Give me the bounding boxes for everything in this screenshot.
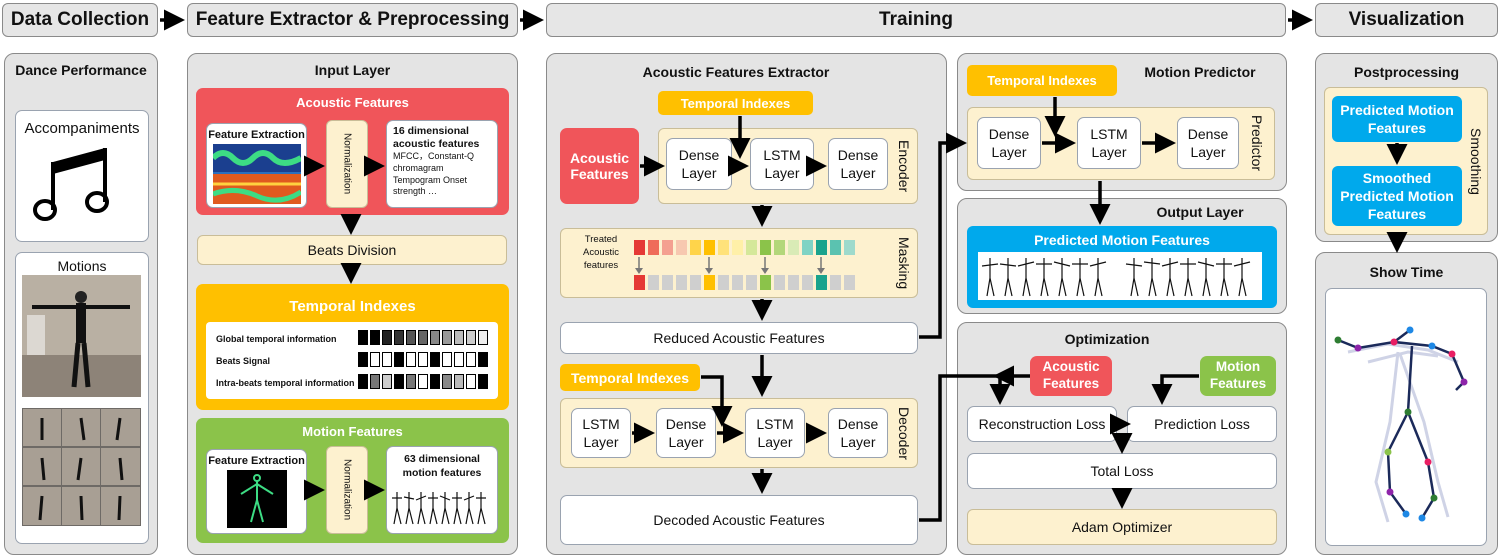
predictor-label: Predictor bbox=[1249, 115, 1265, 172]
dense-layer-node: Dense Layer bbox=[1177, 117, 1239, 169]
decoder-label: Decoder bbox=[896, 406, 912, 460]
lstm-layer-node: LSTM Layer bbox=[745, 408, 805, 458]
predicted-motion-title: Predicted Motion Features bbox=[1034, 232, 1210, 248]
acoustic-features-input: Acoustic Features bbox=[560, 128, 639, 204]
temporal-row-label: Intra-beats temporal information bbox=[216, 378, 355, 388]
masking-label: Masking bbox=[896, 236, 912, 290]
dense-layer-node: Dense Layer bbox=[656, 408, 716, 458]
motion-thumbnails bbox=[22, 408, 141, 526]
decoded-features-box: Decoded Acoustic Features bbox=[560, 495, 918, 545]
temporal-indexes-title: Temporal Indexes bbox=[289, 298, 416, 315]
header-training: Training bbox=[546, 3, 1286, 37]
acoustic-desc-title: 16 dimensional acoustic features bbox=[393, 125, 480, 151]
motion-sequence-image bbox=[392, 492, 486, 525]
motion-features-title: Motion Features bbox=[302, 424, 403, 439]
music-note-icon bbox=[33, 148, 109, 221]
show-time-title: Show Time bbox=[1369, 264, 1444, 280]
dense-layer-node: Dense Layer bbox=[828, 408, 888, 458]
acoustic-features-title: Acoustic Features bbox=[296, 95, 409, 110]
accompaniments-label: Accompaniments bbox=[24, 120, 140, 137]
encoder-label: Encoder bbox=[896, 139, 912, 193]
motion-desc-label: 63 dimensional motion features bbox=[402, 453, 482, 479]
temporal-row-label: Global temporal information bbox=[216, 334, 337, 344]
motions-label: Motions bbox=[57, 258, 107, 274]
beats-division-box: Beats Division bbox=[197, 235, 507, 265]
header-data-collection: Data Collection bbox=[2, 3, 158, 37]
dense-layer-node: Dense Layer bbox=[828, 138, 888, 190]
skeleton-image bbox=[227, 470, 287, 528]
adam-optimizer-box: Adam Optimizer bbox=[967, 509, 1277, 545]
temporal-row-label: Beats Signal bbox=[216, 356, 271, 366]
input-layer-title: Input Layer bbox=[314, 62, 391, 78]
treated-label: Treated Acoustic features bbox=[583, 234, 619, 271]
lstm-layer-node: LSTM Layer bbox=[571, 408, 631, 458]
spectrogram-image bbox=[213, 144, 301, 204]
temporal-bars-intra bbox=[358, 374, 490, 394]
acoustic-desc-body: MFCC，Constant-Q chromagram Tempogram Ons… bbox=[393, 151, 475, 197]
masking-visual bbox=[634, 240, 855, 290]
temporal-indexes-tag-2: Temporal Indexes bbox=[560, 364, 700, 391]
total-loss-box: Total Loss bbox=[967, 453, 1277, 489]
motion-normalization-box: Normalization bbox=[326, 446, 368, 534]
smoothed-features-box: Smoothed Predicted Motion Features bbox=[1332, 166, 1462, 226]
predicted-motion-image bbox=[978, 252, 1262, 300]
lstm-layer-node: LSTM Layer bbox=[750, 138, 814, 190]
predicted-features-box: Predicted Motion Features bbox=[1332, 96, 1462, 142]
header-feature-extractor: Feature Extractor & Preprocessing bbox=[187, 3, 518, 37]
temporal-indexes-tag: Temporal Indexes bbox=[658, 91, 813, 115]
acoustic-features-tag: Acoustic Features bbox=[1030, 356, 1112, 396]
reduced-features-box: Reduced Acoustic Features bbox=[560, 322, 918, 354]
dense-layer-node: Dense Layer bbox=[666, 138, 732, 190]
feature-extraction-label: Feature Extraction bbox=[208, 129, 305, 141]
motion-features-tag: Motion Features bbox=[1200, 356, 1276, 396]
reconstruction-loss-box: Reconstruction Loss bbox=[967, 406, 1117, 442]
accompaniments-box: Accompaniments bbox=[15, 110, 149, 242]
extractor-title: Acoustic Features Extractor bbox=[642, 64, 830, 80]
header-visualization: Visualization bbox=[1315, 3, 1498, 37]
postprocessing-title: Postprocessing bbox=[1353, 64, 1460, 80]
output-layer-title: Output Layer bbox=[1156, 204, 1244, 220]
motion-predictor-title: Motion Predictor bbox=[1144, 64, 1256, 80]
motion-extraction-label: Feature Extraction bbox=[208, 455, 305, 467]
skeleton-animation bbox=[1334, 326, 1468, 523]
lstm-layer-node: LSTM Layer bbox=[1077, 117, 1141, 169]
acoustic-desc-box: 16 dimensional acoustic features MFCC，Co… bbox=[386, 120, 498, 208]
motion-photo bbox=[22, 275, 141, 397]
smoothing-label: Smoothing bbox=[1468, 127, 1484, 195]
temporal-bars-global bbox=[358, 330, 490, 350]
dance-performance-title: Dance Performance bbox=[15, 62, 147, 78]
dense-layer-node: Dense Layer bbox=[977, 117, 1041, 169]
optimization-title: Optimization bbox=[1064, 331, 1150, 347]
temporal-bars-beats bbox=[358, 352, 490, 372]
prediction-loss-box: Prediction Loss bbox=[1127, 406, 1277, 442]
temporal-indexes-tag-3: Temporal Indexes bbox=[967, 65, 1117, 96]
